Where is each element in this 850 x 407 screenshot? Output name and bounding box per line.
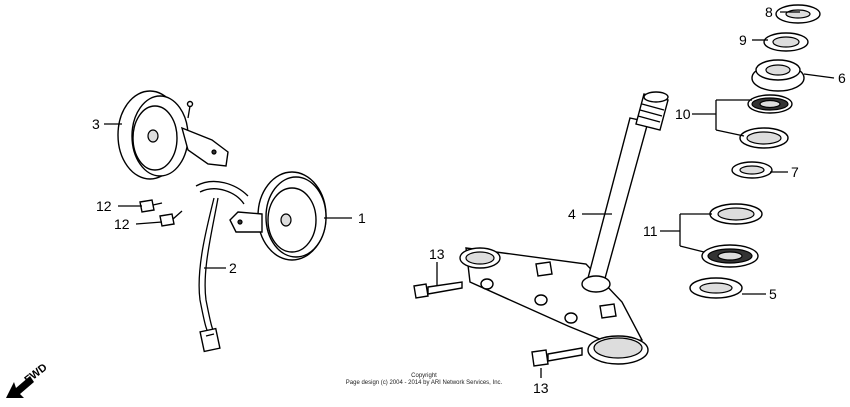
callout-6: 6 <box>838 70 846 86</box>
callout-9: 9 <box>739 32 747 48</box>
steering-stem-4[interactable] <box>459 91 669 365</box>
leader-lines <box>104 11 835 378</box>
bolt-13-left[interactable] <box>413 281 463 299</box>
callout-10: 10 <box>675 106 691 122</box>
callout-13-left: 13 <box>429 246 445 262</box>
horn-3[interactable] <box>117 90 229 180</box>
bearing-11[interactable] <box>701 203 763 268</box>
fwd-label: FWD <box>22 361 49 386</box>
horn-1[interactable] <box>229 171 327 261</box>
callout-3: 3 <box>92 116 100 132</box>
callout-8: 8 <box>765 4 773 20</box>
callout-11: 11 <box>643 223 658 239</box>
seal-5[interactable] <box>689 277 743 299</box>
callout-1: 1 <box>358 210 366 226</box>
callout-5: 5 <box>769 286 777 302</box>
dust-seal-7[interactable] <box>731 161 773 179</box>
fwd-indicator: FWD <box>6 361 50 398</box>
callout-4: 4 <box>568 206 576 222</box>
callout-12-upper: 12 <box>96 198 112 214</box>
bolt-13-right[interactable] <box>531 347 583 367</box>
bolt-12-upper[interactable] <box>139 199 163 213</box>
copyright-line-1: Copyright <box>411 373 437 379</box>
bearing-10[interactable] <box>739 94 793 149</box>
callout-12-lower: 12 <box>114 216 130 232</box>
nut-8[interactable] <box>775 4 821 24</box>
callout-13-right: 13 <box>533 380 549 396</box>
fwd-arrow-icon <box>6 376 34 398</box>
copyright-line-2: Page design (c) 2004 - 2014 by ARI Netwo… <box>346 380 503 386</box>
callouts: 3 1 2 12 12 4 13 13 8 9 6 10 7 11 5 <box>92 4 846 396</box>
bolt-12-lower[interactable] <box>159 210 183 227</box>
callout-7: 7 <box>791 164 799 180</box>
callout-2: 2 <box>229 260 237 276</box>
washer-9[interactable] <box>763 32 809 52</box>
copyright: Copyright Page design (c) 2004 - 2014 by… <box>346 373 503 386</box>
adjusting-nut-6[interactable] <box>751 59 805 92</box>
wire-harness-2[interactable] <box>195 180 249 353</box>
